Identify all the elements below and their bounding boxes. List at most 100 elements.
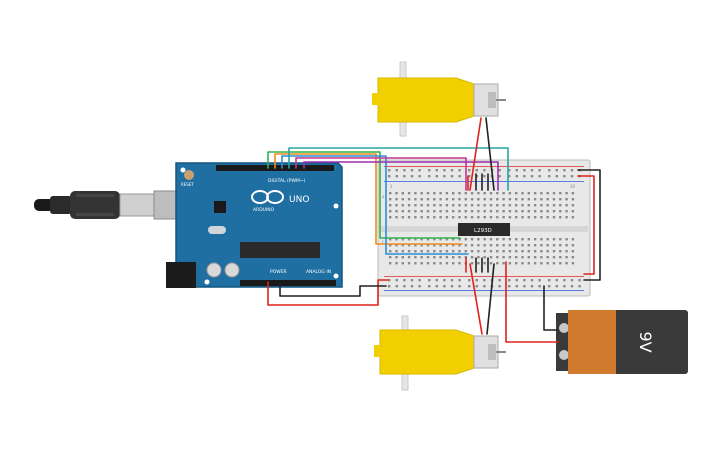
breadboard-hole[interactable] [414, 250, 417, 253]
breadboard-hole[interactable] [565, 262, 568, 265]
breadboard-hole[interactable] [540, 204, 543, 207]
breadboard-hole[interactable] [548, 169, 551, 172]
breadboard-hole[interactable] [468, 175, 471, 178]
breadboard-hole[interactable] [533, 216, 537, 219]
breadboard-hole[interactable] [414, 198, 417, 201]
breadboard-hole[interactable] [470, 250, 474, 253]
breadboard-hole[interactable] [483, 262, 486, 265]
breadboard-hole[interactable] [483, 169, 486, 172]
breadboard-hole[interactable] [395, 238, 398, 241]
breadboard-hole[interactable] [464, 210, 467, 213]
breadboard-hole[interactable] [470, 256, 474, 259]
breadboard-hole[interactable] [527, 210, 530, 213]
breadboard-hole[interactable] [533, 244, 537, 247]
breadboard-hole[interactable] [414, 256, 417, 259]
breadboard-hole[interactable] [496, 192, 499, 195]
breadboard-hole[interactable] [477, 256, 480, 259]
breadboard-hole[interactable] [559, 262, 562, 265]
breadboard-hole[interactable] [552, 250, 556, 253]
breadboard-hole[interactable] [401, 262, 404, 265]
breadboard-hole[interactable] [470, 262, 474, 265]
breadboard-hole[interactable] [571, 238, 575, 241]
reset-button[interactable] [184, 170, 194, 180]
breadboard-hole[interactable] [508, 192, 512, 195]
breadboard-hole[interactable] [418, 279, 421, 282]
breadboard-hole[interactable] [521, 250, 524, 253]
breadboard-hole[interactable] [540, 262, 543, 265]
breadboard-hole[interactable] [559, 204, 562, 207]
breadboard-hole[interactable] [426, 244, 430, 247]
motor-driver-ic[interactable]: L293D [458, 223, 510, 236]
breadboard-hole[interactable] [439, 244, 442, 247]
breadboard-hole[interactable] [414, 204, 417, 207]
breadboard-hole[interactable] [546, 204, 549, 207]
breadboard-hole[interactable] [533, 204, 537, 207]
breadboard-hole[interactable] [502, 256, 505, 259]
breadboard-hole[interactable] [521, 244, 524, 247]
breadboard-hole[interactable] [452, 256, 455, 259]
breadboard-hole[interactable] [496, 198, 499, 201]
breadboard-hole[interactable] [458, 244, 461, 247]
breadboard-hole[interactable] [395, 175, 398, 178]
breadboard-hole[interactable] [420, 198, 423, 201]
breadboard-hole[interactable] [407, 204, 411, 207]
breadboard-hole[interactable] [489, 198, 493, 201]
breadboard-hole[interactable] [571, 216, 575, 219]
breadboard-hole[interactable] [464, 198, 467, 201]
breadboard-hole[interactable] [426, 256, 430, 259]
breadboard-hole[interactable] [496, 210, 499, 213]
breadboard-hole[interactable] [389, 262, 392, 265]
breadboard-hole[interactable] [443, 169, 446, 172]
breadboard-hole[interactable] [420, 204, 423, 207]
breadboard-hole[interactable] [546, 238, 549, 241]
breadboard-hole[interactable] [395, 285, 398, 288]
breadboard-hole[interactable] [496, 216, 499, 219]
breadboard-hole[interactable] [403, 169, 406, 172]
breadboard-hole[interactable] [407, 192, 411, 195]
breadboard-hole[interactable] [389, 216, 392, 219]
breadboard-hole[interactable] [552, 256, 556, 259]
breadboard-hole[interactable] [530, 285, 534, 288]
breadboard-hole[interactable] [483, 175, 486, 178]
breadboard-hole[interactable] [483, 192, 486, 195]
breadboard-hole[interactable] [445, 216, 449, 219]
breadboard-hole[interactable] [426, 238, 430, 241]
breadboard-hole[interactable] [521, 262, 524, 265]
breadboard-hole[interactable] [483, 250, 486, 253]
breadboard-hole[interactable] [426, 216, 430, 219]
breadboard-hole[interactable] [515, 238, 518, 241]
breadboard-hole[interactable] [483, 198, 486, 201]
breadboard-hole[interactable] [548, 175, 551, 178]
breadboard-hole[interactable] [389, 210, 392, 213]
breadboard-hole[interactable] [527, 238, 530, 241]
breadboard-hole[interactable] [464, 192, 467, 195]
breadboard-hole[interactable] [458, 279, 461, 282]
breadboard-hole[interactable] [458, 204, 461, 207]
breadboard-hole[interactable] [530, 175, 534, 178]
breadboard-hole[interactable] [540, 244, 543, 247]
breadboard-hole[interactable] [496, 262, 499, 265]
breadboard-hole[interactable] [477, 204, 480, 207]
breadboard-hole[interactable] [401, 192, 404, 195]
breadboard-hole[interactable] [565, 210, 568, 213]
breadboard-hole[interactable] [563, 285, 566, 288]
breadboard-hole[interactable] [552, 216, 556, 219]
breadboard-hole[interactable] [483, 238, 486, 241]
breadboard-hole[interactable] [389, 198, 392, 201]
breadboard-hole[interactable] [458, 216, 461, 219]
breadboard-hole[interactable] [464, 244, 467, 247]
breadboard-hole[interactable] [458, 198, 461, 201]
breadboard-hole[interactable] [420, 192, 423, 195]
breadboard-hole[interactable] [420, 244, 423, 247]
breadboard-hole[interactable] [477, 210, 480, 213]
breadboard-hole[interactable] [445, 210, 449, 213]
breadboard-hole[interactable] [435, 169, 438, 172]
breadboard-hole[interactable] [555, 285, 558, 288]
breadboard-hole[interactable] [410, 169, 414, 172]
breadboard-hole[interactable] [420, 216, 423, 219]
breadboard-hole[interactable] [515, 256, 518, 259]
breadboard-hole[interactable] [559, 244, 562, 247]
breadboard-hole[interactable] [489, 192, 493, 195]
breadboard-hole[interactable] [530, 169, 534, 172]
breadboard-hole[interactable] [395, 210, 398, 213]
